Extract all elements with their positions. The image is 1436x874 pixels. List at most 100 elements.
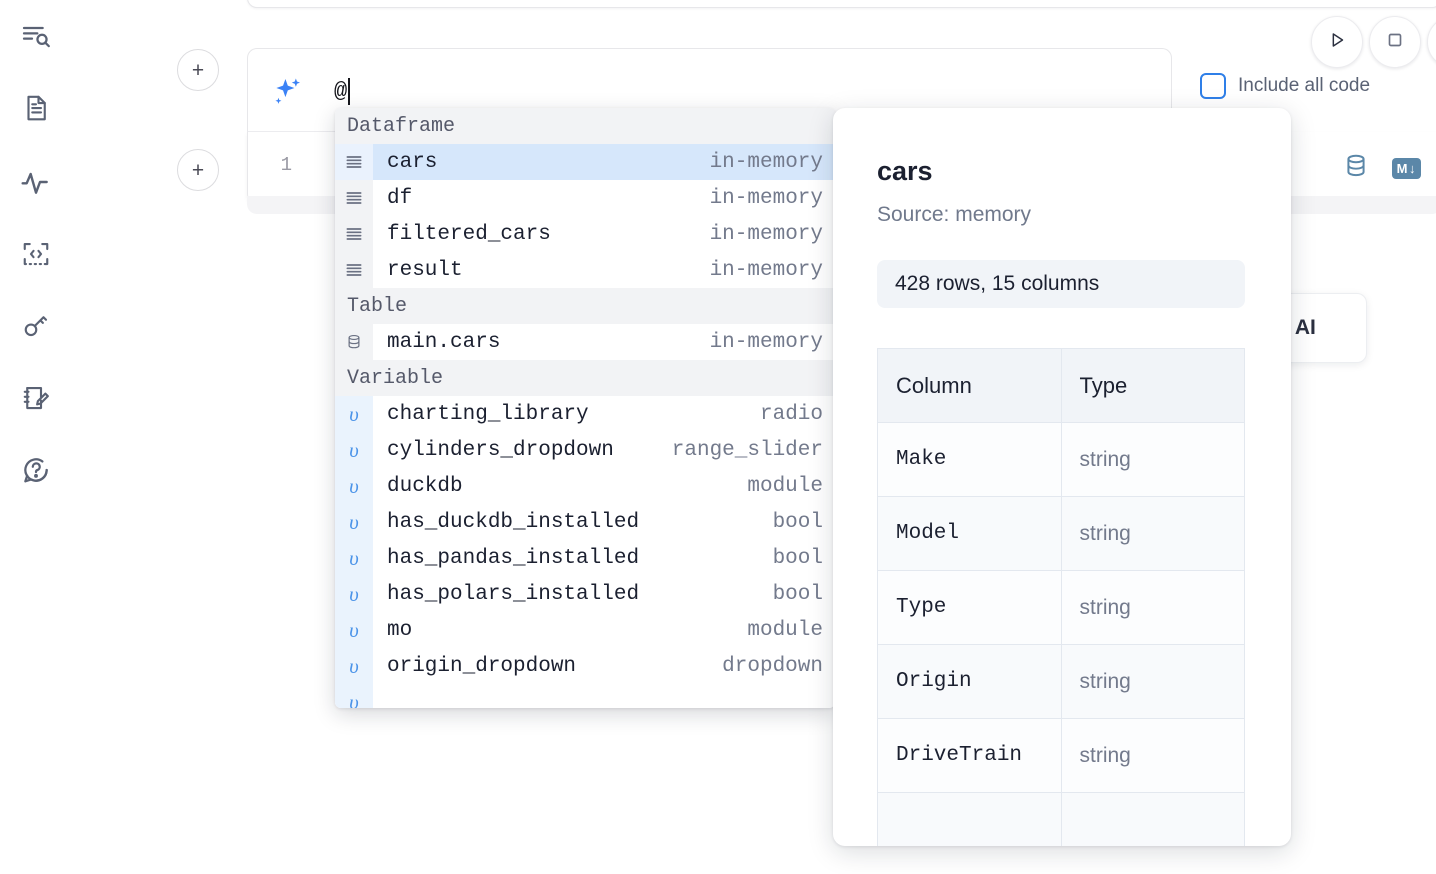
schema-column-type (1060, 792, 1245, 846)
sidebar-item-snippets[interactable] (14, 232, 58, 276)
dataframe-info-panel: cars Source: memory 428 rows, 15 columns… (833, 108, 1291, 846)
more-button[interactable] (1427, 16, 1436, 68)
autocomplete-item[interactable]: υ has_duckdb_installed bool (335, 504, 835, 540)
autocomplete-item-type: radio (759, 402, 823, 426)
variable-icon: υ (335, 504, 373, 540)
left-sidebar-rail (0, 0, 72, 874)
autocomplete-item-type: bool (772, 582, 823, 606)
variable-icon: υ (335, 396, 373, 432)
sidebar-item-help[interactable] (14, 448, 58, 492)
dataframe-rows-icon (335, 252, 373, 288)
autocomplete-group-header: Table (335, 288, 835, 324)
schema-column-name: Origin (877, 644, 1062, 719)
autocomplete-item-body: duckdb module (373, 468, 835, 504)
explore-search-icon (20, 20, 52, 52)
variable-icon: υ (335, 648, 373, 684)
variable-icon: υ (335, 612, 373, 648)
play-icon (1326, 29, 1348, 56)
dataframe-rows-icon (335, 144, 373, 180)
variable-icon: υ (335, 468, 373, 504)
autocomplete-item[interactable]: υ (335, 684, 835, 708)
autocomplete-item-name: has_duckdb_installed (387, 510, 640, 534)
schema-column-type: string (1060, 422, 1245, 497)
table-row (877, 792, 1245, 846)
database-icon (335, 324, 373, 360)
autocomplete-item-type: in-memory (709, 258, 823, 282)
autocomplete-item-name: filtered_cars (387, 222, 551, 246)
autocomplete-item-body: has_duckdb_installed bool (373, 504, 835, 540)
dataframe-rows-icon (335, 216, 373, 252)
help-chat-icon (20, 454, 52, 486)
add-cell-button-top[interactable]: + (177, 49, 219, 91)
autocomplete-item-name: main.cars (387, 330, 501, 354)
autocomplete-item-name: duckdb (387, 474, 463, 498)
autocomplete-item-type: dropdown (722, 654, 823, 678)
autocomplete-item-name: origin_dropdown (387, 654, 577, 678)
code-snippet-icon (21, 239, 51, 269)
autocomplete-item-type: bool (772, 510, 823, 534)
schema-column-name: DriveTrain (877, 718, 1062, 793)
include-all-code-row[interactable]: Include all code (1200, 73, 1370, 99)
autocomplete-item-type: module (747, 474, 823, 498)
include-all-code-label: Include all code (1238, 75, 1371, 96)
stop-button[interactable] (1369, 16, 1421, 68)
database-icon[interactable] (1342, 152, 1370, 185)
add-cell-button-bottom[interactable]: + (177, 149, 219, 191)
autocomplete-item-name: has_pandas_installed (387, 546, 640, 570)
sidebar-item-activity[interactable] (14, 160, 58, 204)
text-caret (348, 77, 351, 105)
autocomplete-item-body: origin_dropdown dropdown (373, 648, 835, 684)
dataframe-rows-icon (335, 180, 373, 216)
sidebar-item-secrets[interactable] (14, 304, 58, 348)
cell-above-partial (247, 0, 1436, 8)
schema-column-type: string (1060, 644, 1245, 719)
info-panel-title: cars (877, 156, 933, 186)
column-header-column: Column (877, 348, 1062, 423)
autocomplete-item[interactable]: υ origin_dropdown dropdown (335, 648, 835, 684)
column-header-type: Type (1060, 348, 1245, 423)
variable-icon: υ (335, 432, 373, 468)
ai-prompt-input[interactable]: @ (334, 73, 1134, 109)
schema-column-name: Make (877, 422, 1062, 497)
markdown-icon[interactable]: M↓ (1391, 158, 1421, 179)
plus-icon: + (191, 58, 205, 82)
autocomplete-item-name: cars (387, 150, 438, 174)
schema-column-name: Type (877, 570, 1062, 645)
run-button[interactable] (1311, 16, 1363, 68)
key-secrets-icon (21, 311, 51, 341)
schema-column-name: Model (877, 496, 1062, 571)
sidebar-item-file[interactable] (14, 86, 58, 130)
schema-column-type: string (1060, 718, 1245, 793)
autocomplete-item-name: has_polars_installed (387, 582, 640, 606)
markdown-badge-text: M (1396, 161, 1408, 176)
schema-column-name (877, 792, 1062, 846)
include-all-code-checkbox[interactable] (1200, 73, 1226, 99)
autocomplete-group-header: Variable (335, 360, 835, 396)
sidebar-item-explore-search[interactable] (14, 14, 58, 58)
sidebar-item-scratchpad[interactable] (14, 376, 58, 420)
